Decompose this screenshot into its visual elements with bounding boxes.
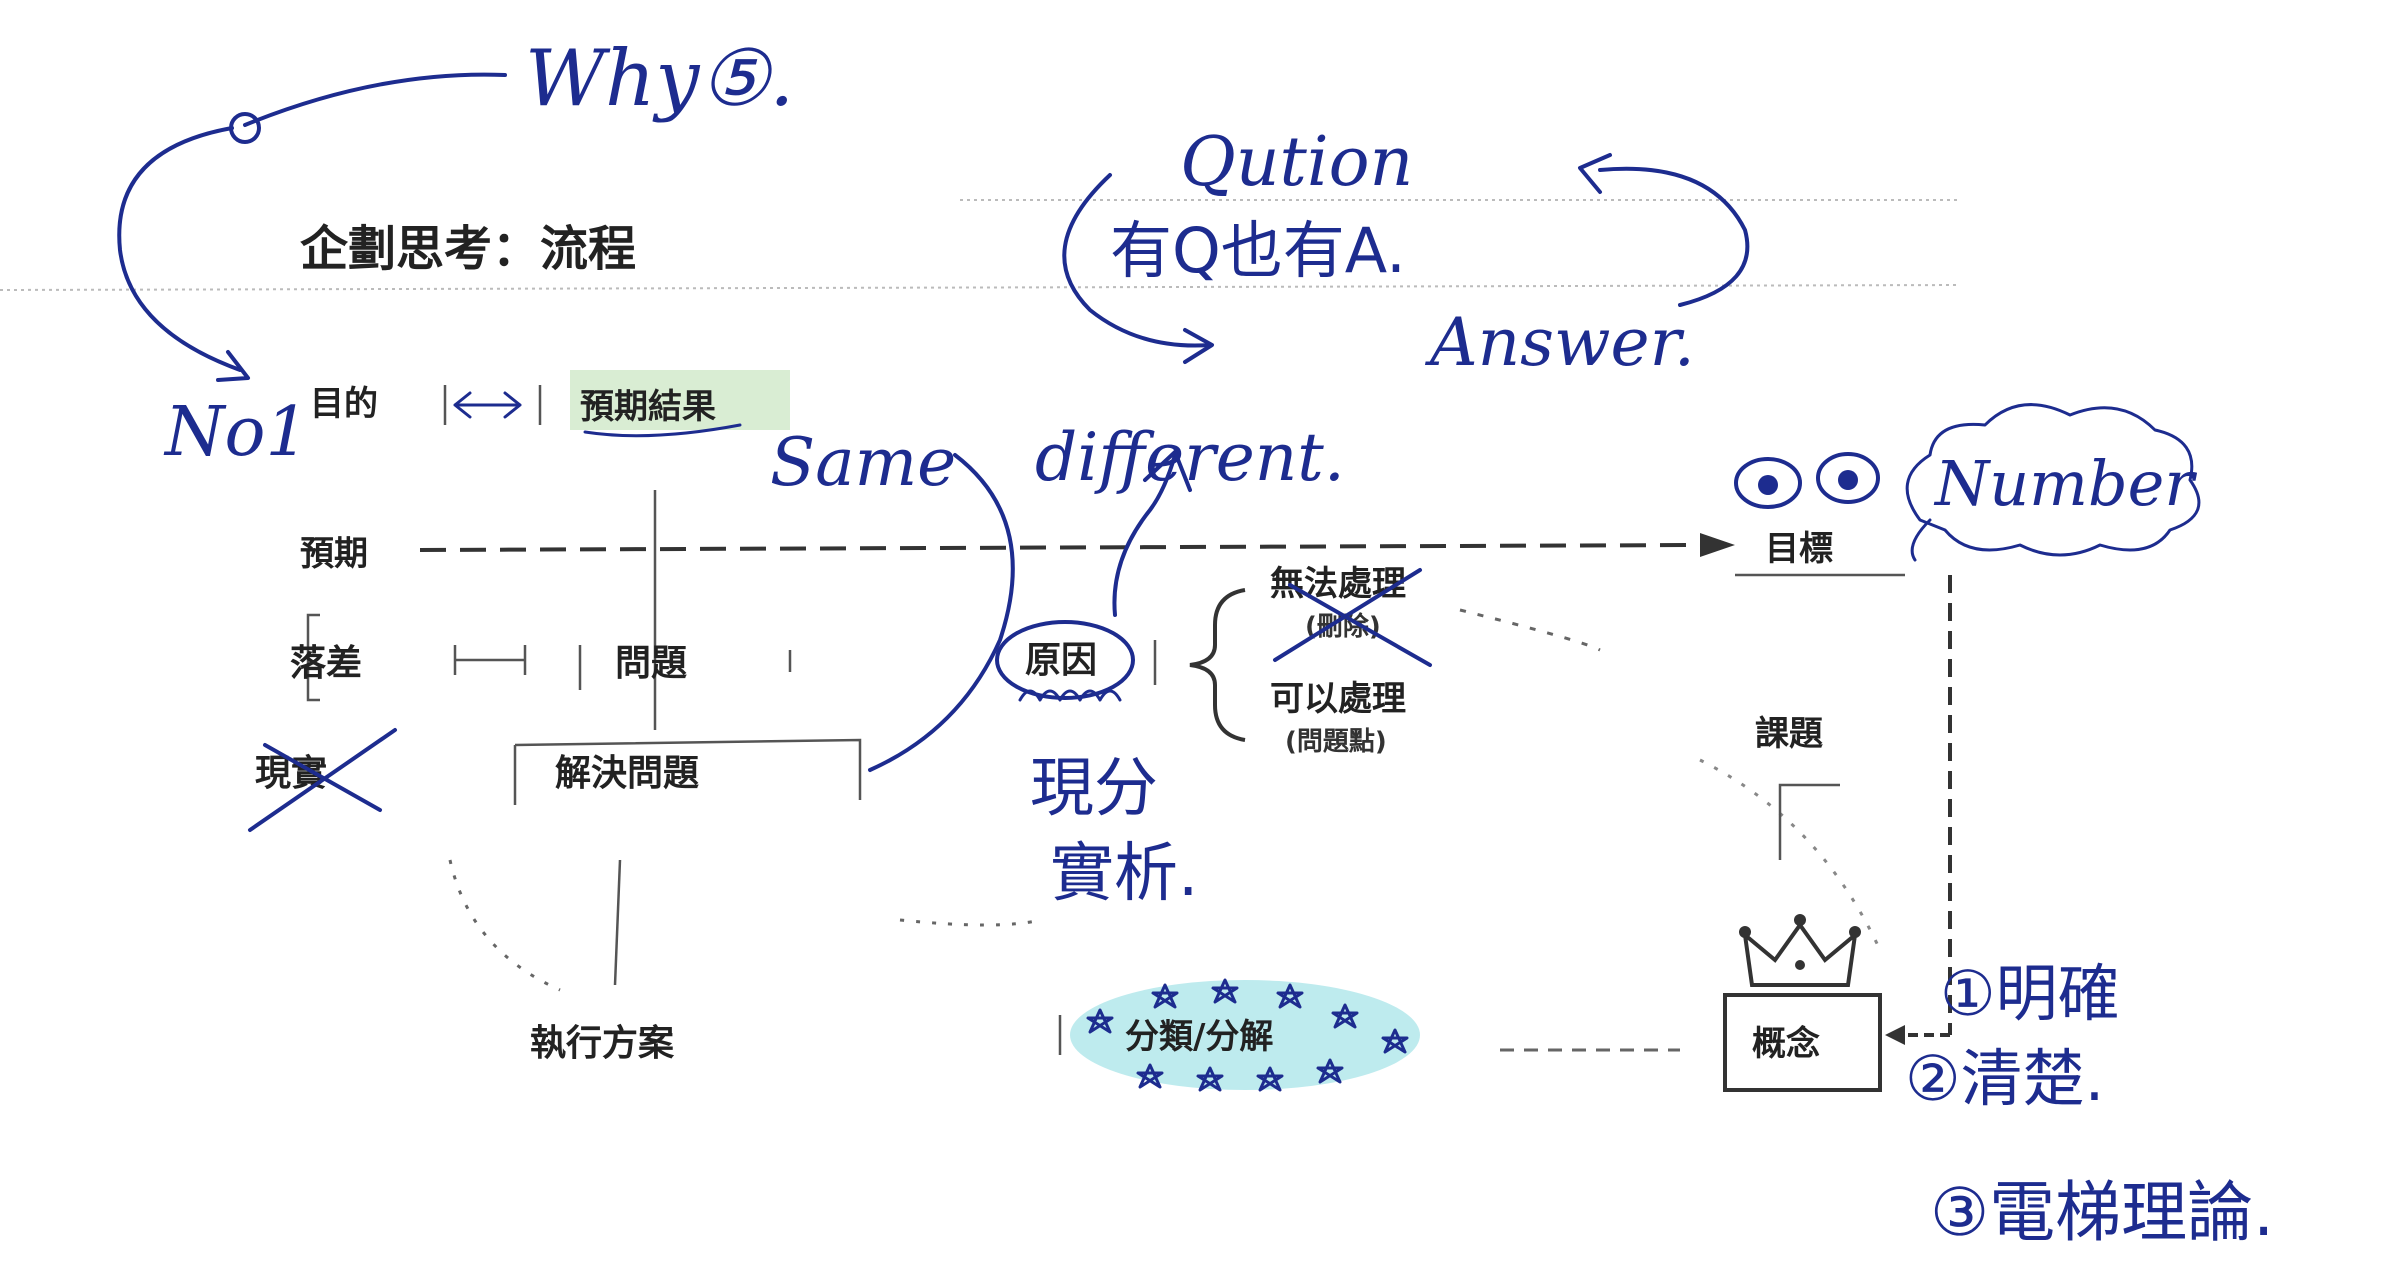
hand-point2: ②清楚.: [1905, 1042, 2104, 1115]
rule-line-title: [0, 284, 1961, 291]
vertical-line-lower: [613, 859, 622, 986]
hand-q-and-a: 有Q也有A.: [1110, 214, 1406, 287]
label-kai-shori: 可以處理: [1270, 679, 1406, 719]
box-kaiketsu: [513, 738, 862, 805]
arrowhead-different: [1143, 450, 1192, 492]
wavy-underline-genin: [1018, 689, 1122, 702]
cross-out-genjitsu: [248, 728, 397, 832]
label-gainen: 概念: [1752, 1024, 1820, 1064]
corner-mark-kadai: [1778, 783, 1840, 860]
curly-brace-icon: [1189, 588, 1246, 742]
paren-right-qa: [1598, 166, 1750, 307]
page-title: 企劃思考：流程: [300, 221, 636, 277]
box-gainen: [1723, 993, 1882, 1092]
label-mokuhyo: 目標: [1765, 529, 1833, 569]
bracket-mid: [453, 645, 527, 675]
label-rakusa: 落差: [290, 643, 362, 684]
hand-why: Why⑤.: [525, 34, 794, 124]
eyes-icon: [1734, 452, 1880, 509]
curve-same-to-kaiketsu: [868, 453, 1015, 772]
dashed-curve-kadai: [1699, 758, 1882, 951]
arrowhead-no1: [216, 350, 250, 382]
hand-answer: Answer.: [1424, 304, 1695, 381]
label-mokuteki: 目的: [310, 384, 378, 424]
arrowhead-gainen: [1885, 1025, 1905, 1045]
loop-circle-why: [229, 112, 261, 144]
star-icons: [1086, 978, 1409, 1092]
arrowhead-mokuhyo: [1700, 533, 1735, 557]
line-why: [243, 72, 507, 127]
arrow-number-to-mokuhyo: [1910, 518, 1932, 562]
highlight-yoki-kekka: [570, 370, 790, 430]
label-shikko-hoan: 執行方案: [530, 1023, 675, 1064]
hand-same: Same: [770, 424, 956, 501]
dashed-loop-bottom: [899, 918, 1041, 927]
label-kadai: 課題: [1755, 714, 1823, 754]
arrow-genin-to-different: [1112, 453, 1177, 617]
label-yoki-kekka: 預期結果: [580, 387, 716, 427]
underline-yoki-kekka: [583, 423, 742, 438]
dashed-arrow-yoki-to-mokuhyo: [419, 543, 1701, 552]
hand-no1: No1: [163, 393, 309, 472]
cross-out-muhou: [1273, 568, 1432, 667]
label-yoki: 預期: [300, 534, 368, 574]
circle-genin: [995, 620, 1135, 700]
dashed-loop-left: [448, 859, 561, 992]
hand-analysis-line1: 現分: [1030, 752, 1158, 826]
label-genin: 原因: [1025, 640, 1097, 681]
hand-point1: ①明確: [1940, 957, 2120, 1030]
double-arrow-icon: [443, 385, 542, 425]
label-muhou-shori: 無法處理: [1270, 564, 1406, 604]
label-mondai: 問題: [615, 643, 687, 684]
hand-number: Number: [1933, 447, 2197, 520]
hand-point3: ③電梯理論.: [1930, 1174, 2274, 1251]
paren-left-qa: [1062, 173, 1212, 348]
label-bunrui-bunkai: 分類/分解: [1125, 1017, 1273, 1057]
cloud-number: [1905, 403, 2201, 557]
curved-arrow-why-to-no1: [117, 126, 242, 372]
hand-analysis-line2: 實析.: [1050, 837, 1198, 911]
hand-different: different.: [1035, 419, 1345, 496]
hand-qution: Qution: [1180, 123, 1413, 202]
label-kaiketsu-mondai: 解決問題: [555, 753, 699, 794]
dashed-loop-upper-right: [1459, 608, 1601, 652]
arrowhead-right-qa: [1578, 153, 1612, 194]
crown-icon: [1739, 914, 1861, 987]
arrowhead-left-qa: [1183, 328, 1214, 364]
bracket-rakusa: [306, 613, 320, 702]
label-kai-shori-note: (問題點): [1285, 727, 1387, 757]
